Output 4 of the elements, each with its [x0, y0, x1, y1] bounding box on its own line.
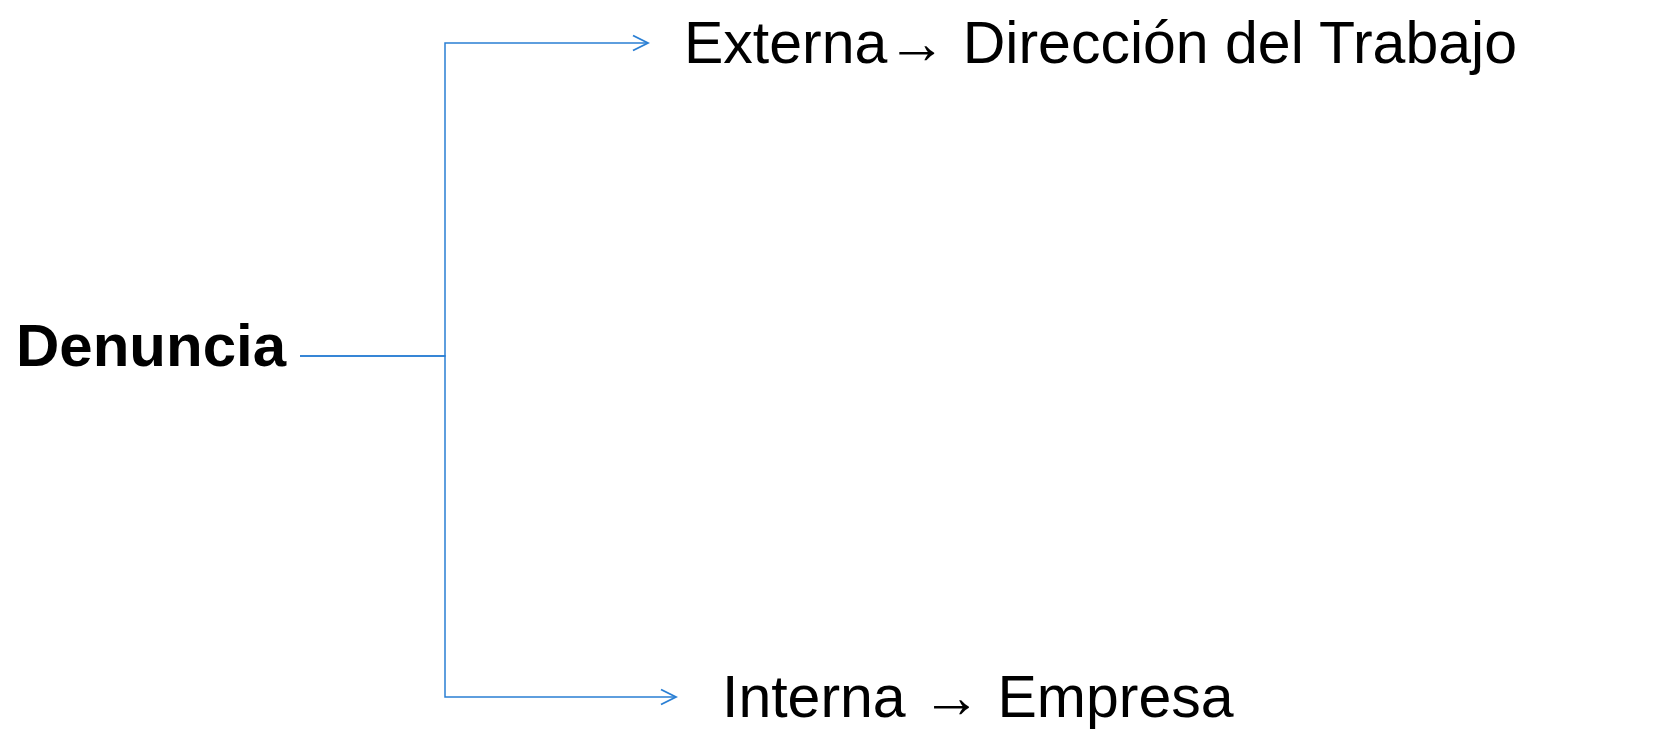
branch-label: Interna → Empresa — [676, 663, 1234, 731]
root-label: Denuncia — [16, 312, 287, 380]
arrow — [299, 355, 677, 706]
branch-label: Externa→ Dirección del Trabajo — [648, 9, 1517, 77]
